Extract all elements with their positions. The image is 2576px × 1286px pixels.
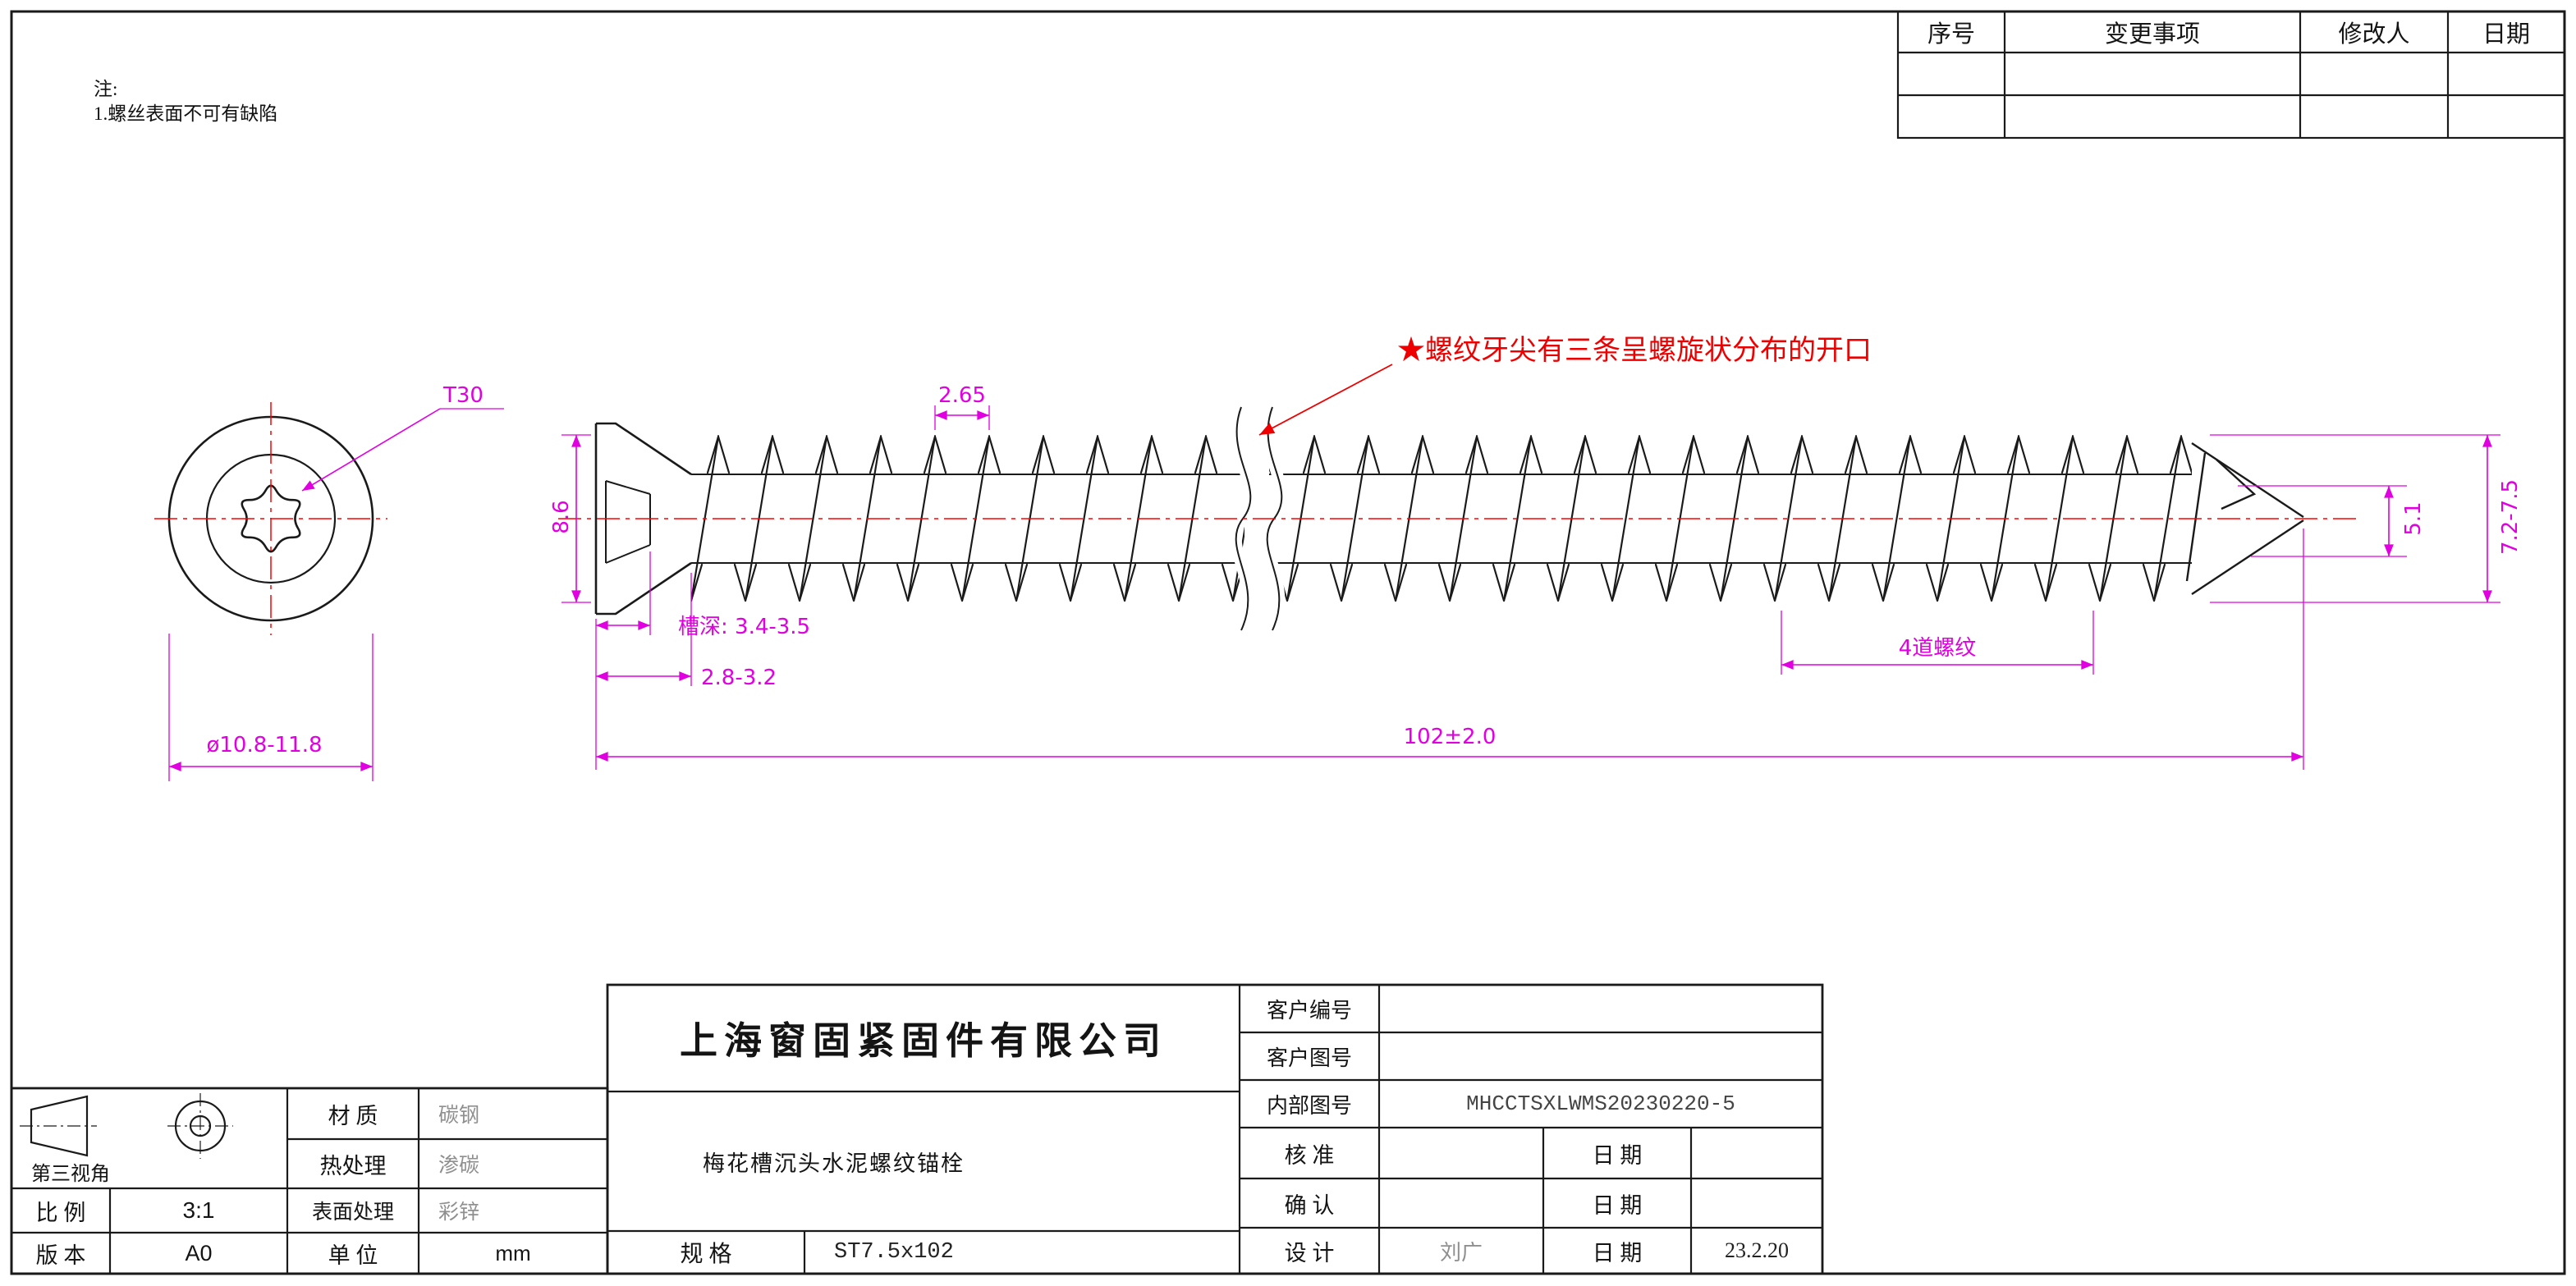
projection-cone-symbol (30, 1095, 89, 1157)
dim-head-height: 2.8-3.2 (701, 666, 777, 690)
material-label: 材 质 (328, 1103, 378, 1128)
annotation-leader (1258, 364, 1393, 436)
customer-no-label: 客户编号 (1266, 998, 1352, 1023)
design-date-value: 23.2.20 (1725, 1238, 1789, 1262)
internal-dwg-label: 内部图号 (1266, 1093, 1352, 1118)
notes: 注: 1.螺丝表面不可有缺陷 (94, 77, 277, 126)
dim-head-diameter: ø10.8-11.8 (206, 733, 322, 757)
revision-col-change: 变更事项 (2104, 21, 2200, 48)
surface-treatment-label: 表面处理 (311, 1201, 394, 1224)
approve-label: 核 准 (1284, 1142, 1335, 1168)
confirm-date-label: 日 期 (1592, 1192, 1643, 1218)
material-value: 碳钢 (438, 1105, 480, 1127)
title-block-grid (10, 983, 1824, 1275)
projection-symbols (20, 1093, 233, 1159)
design-value: 刘广 (1439, 1240, 1483, 1265)
dim-thread-od: 7.2-7.5 (2498, 479, 2523, 555)
projection-label: 第三视角 (31, 1163, 110, 1185)
dim-thread-count: 4道螺纹 (1899, 636, 1977, 661)
screw-tip (2185, 442, 2304, 596)
thread-tip-annotation: ★螺纹牙尖有三条呈螺旋状分布的开口 (1397, 335, 1872, 366)
revision-col-serial: 序号 (1927, 21, 1975, 48)
internal-dwg-value: MHCCTSXLWMS20230220-5 (1466, 1091, 1735, 1116)
heat-treatment-value: 渗碳 (438, 1155, 480, 1177)
dimension-linework (168, 405, 2500, 781)
unit-label: 单 位 (328, 1243, 378, 1268)
heat-treatment-label: 热处理 (319, 1153, 387, 1178)
dim-core-diameter: 5.1 (2401, 501, 2426, 535)
product-name: 梅花槽沉头水泥螺纹锚栓 (703, 1151, 965, 1176)
torx-star (241, 484, 301, 553)
screw-head (594, 422, 692, 616)
revision-col-date: 日期 (2482, 21, 2530, 48)
design-date-label: 日 期 (1592, 1240, 1643, 1265)
customer-dwg-label: 客户图号 (1266, 1046, 1352, 1070)
spec-label: 规 格 (680, 1242, 732, 1267)
scale-label: 比 例 (35, 1200, 86, 1225)
dim-drive-size: T30 (442, 383, 484, 408)
head-end-view (154, 402, 387, 635)
version-label: 版 本 (35, 1243, 86, 1268)
notes-item-1: 1.螺丝表面不可有缺陷 (94, 103, 278, 124)
dim-pitch: 2.65 (938, 383, 986, 408)
revision-col-modifier: 修改人 (2338, 21, 2410, 48)
scale-value: 3:1 (182, 1197, 215, 1223)
dim-head-side: 8.6 (549, 500, 574, 533)
spec-value: ST7.5x102 (834, 1240, 954, 1265)
surface-treatment-value: 彩锌 (438, 1201, 480, 1224)
confirm-label: 确 认 (1284, 1192, 1335, 1218)
design-label: 设 计 (1284, 1240, 1335, 1265)
company-name: 上海窗固紧固件有限公司 (680, 1020, 1167, 1062)
version-value: A0 (185, 1240, 213, 1265)
head-view-centerlines (154, 402, 387, 635)
tip-flute-notch (2216, 459, 2257, 510)
thread-region (691, 435, 2192, 602)
revision-table-grid (1896, 10, 2566, 140)
torx-recess-profile (605, 480, 651, 564)
dim-total-length: 102±2.0 (1404, 725, 1497, 749)
screw-side-view (558, 405, 2361, 633)
approve-date-label: 日 期 (1592, 1142, 1643, 1168)
dim-recess-depth: 槽深: 3.4-3.5 (678, 615, 810, 639)
unit-value: mm (495, 1240, 531, 1265)
notes-title: 注: (94, 79, 118, 99)
